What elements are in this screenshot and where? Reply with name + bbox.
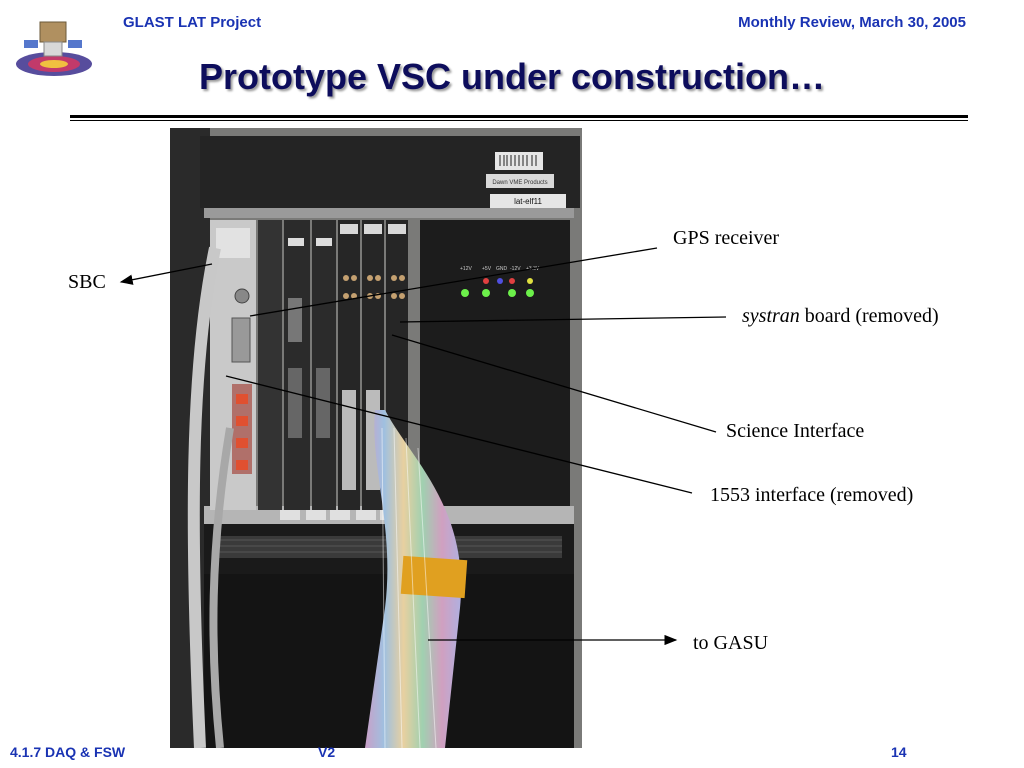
asset-tag: lat-elf11 <box>514 197 542 206</box>
gasu-label: to GASU <box>693 632 769 654</box>
svg-text:+12V: +12V <box>460 266 472 272</box>
footer-page-number: 14 <box>891 744 907 760</box>
science-arrow <box>391 334 717 433</box>
glast-logo-icon <box>16 21 92 76</box>
science-interface-label: Science Interface <box>726 420 865 442</box>
gps-receiver-label: GPS receiver <box>673 227 780 249</box>
header-project: GLAST LAT Project <box>123 14 262 31</box>
i1553-arrow <box>225 375 693 494</box>
footer-version: V2 <box>318 744 336 760</box>
maker-label: Dawn VME Products <box>492 180 547 186</box>
svg-text:GND: GND <box>496 266 508 272</box>
systran-board-label: systran board (removed) <box>742 305 939 328</box>
gps-arrow <box>249 247 658 317</box>
systran-arrow <box>399 316 727 323</box>
systran-rest: board (removed) <box>799 305 939 327</box>
svg-text:+5V: +5V <box>482 266 492 272</box>
slide-title: Prototype VSC under construction… <box>198 56 826 97</box>
sbc-label: SBC <box>68 271 106 293</box>
svg-text:-12V: -12V <box>510 266 521 272</box>
crate-photo: Dawn VME Products lat-elf11 +12V +5V GND-1… <box>170 128 582 748</box>
systran-italic: systran <box>742 305 800 327</box>
title-rule <box>70 115 968 118</box>
title-rule-thin <box>70 120 968 121</box>
sbc-arrow <box>119 263 213 285</box>
footer-section: 4.1.7 DAQ & FSW <box>10 744 126 760</box>
interface-1553-label: 1553 interface (removed) <box>710 484 914 506</box>
header-date: Monthly Review, March 30, 2005 <box>738 14 966 31</box>
